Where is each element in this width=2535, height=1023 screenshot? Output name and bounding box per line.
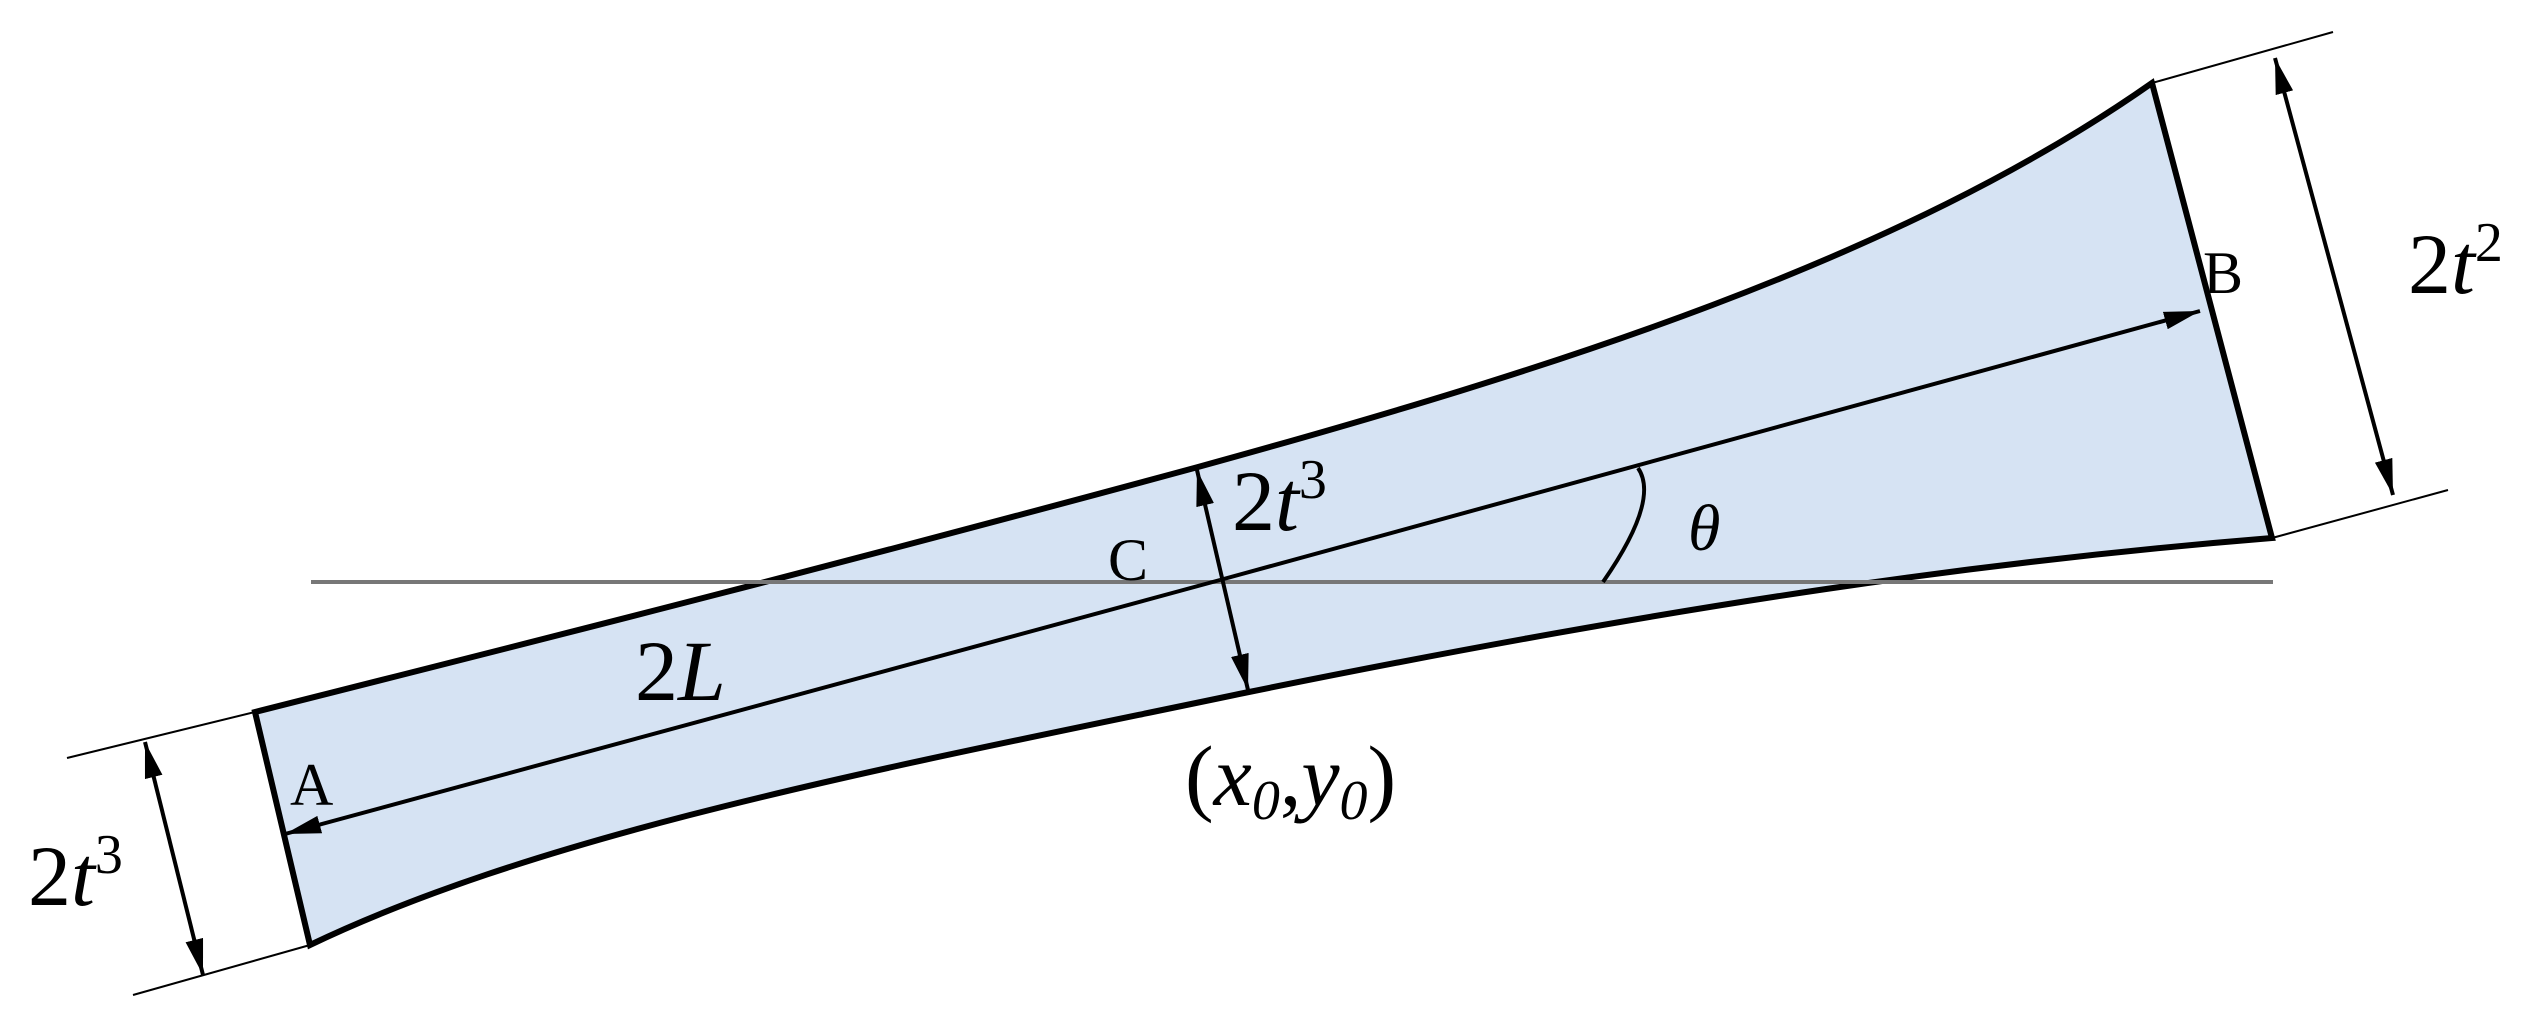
angle-theta-label: θ [1688,492,1720,565]
right-ext-bottom [2271,489,2449,539]
beam-body [251,78,2276,950]
centerline-to-B-arrow [1219,309,2201,582]
centerline-to-A-arrow [284,578,1221,836]
point-C-label: C [1108,527,1148,593]
right-ext-top [2151,31,2334,84]
center-width-dimension-arrow [1195,469,1250,691]
point-B-label: B [2203,240,2243,306]
left-width-dimension-arrow [143,741,205,976]
right-width-label: 2t2 [2408,212,2503,312]
center-width-label: 2t3 [1232,449,1327,549]
extension-lines [66,31,2449,996]
left-ext-bottom [132,944,311,996]
length-label: 2L [635,623,726,719]
point-A-label: A [290,752,333,818]
left-ext-top [66,711,256,759]
angle-arc [1601,466,1647,584]
coordinate-label: (x0,y0) [1185,728,1396,832]
left-width-label: 2t3 [28,824,123,924]
right-width-dimension-arrow [2273,57,2395,496]
